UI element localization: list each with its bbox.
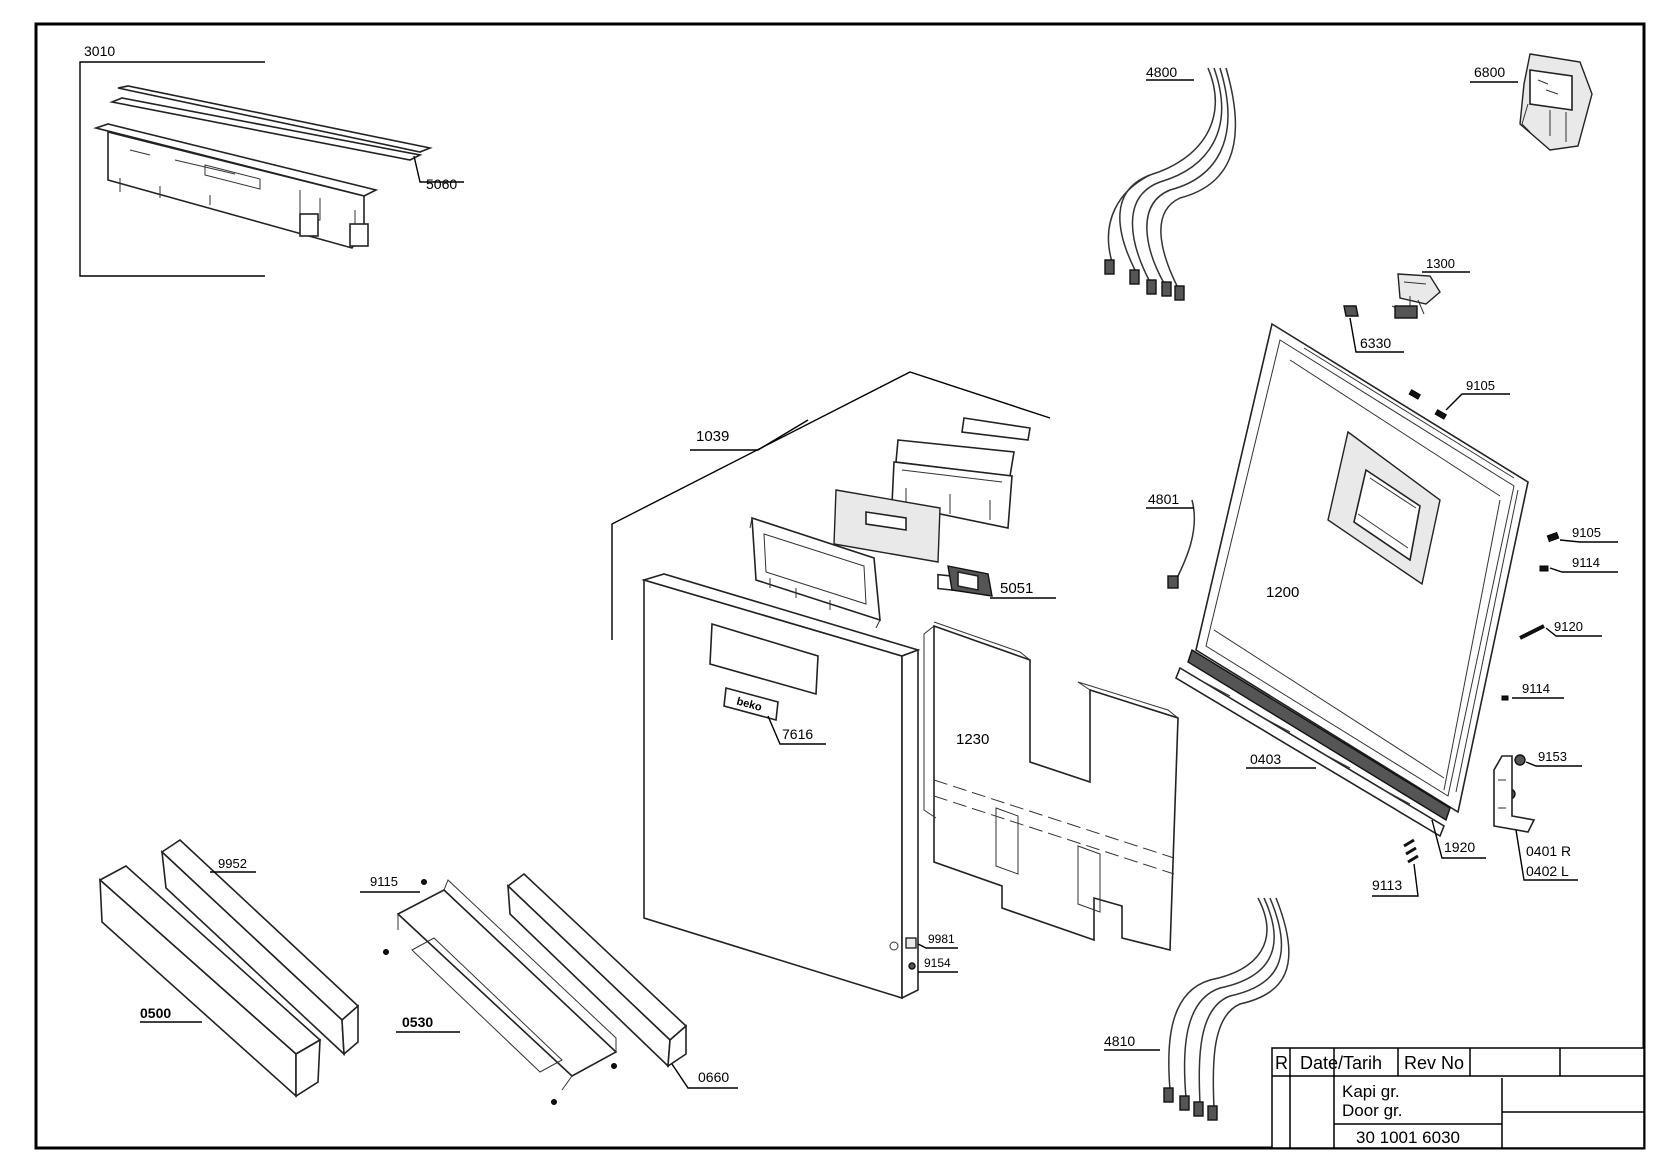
label-0500: 0500 <box>140 1005 171 1021</box>
label-0403: 0403 <box>1250 751 1281 767</box>
label-5051: 5051 <box>1000 580 1033 597</box>
title-block-name-tr: Kapi gr. <box>1342 1082 1400 1101</box>
kickplate-0500: 0500 <box>98 865 322 1098</box>
door-lock-6800: 6800 <box>1470 53 1593 151</box>
latch-parts-1300-6330: 1300 6330 <box>1343 256 1470 353</box>
insulation-1230: 1230 <box>923 621 1179 952</box>
title-block: R Date/Tarih Rev No Kapi gr. Door gr. 30… <box>1271 1047 1645 1149</box>
kickplate-9952: 9952 <box>160 838 360 1056</box>
label-9154: 9154 <box>924 956 951 970</box>
title-block-number: 30 1001 6030 <box>1356 1128 1460 1147</box>
label-9105-top: 9105 <box>1466 378 1495 393</box>
label-6800: 6800 <box>1474 64 1505 80</box>
label-1300: 1300 <box>1426 256 1455 271</box>
label-4810: 4810 <box>1104 1033 1135 1049</box>
wire-harness-4810: 4810 <box>1104 897 1290 1121</box>
label-0660: 0660 <box>698 1069 729 1085</box>
kickplate-0660: 0660 <box>506 872 738 1089</box>
title-block-r: R <box>1275 1053 1288 1073</box>
label-1920: 1920 <box>1444 839 1475 855</box>
outer-door-panel: beko 7616 9981 9154 <box>641 573 958 1000</box>
label-4801: 4801 <box>1148 491 1179 507</box>
label-1039: 1039 <box>696 428 729 445</box>
label-9113: 9113 <box>1372 877 1402 893</box>
label-1230: 1230 <box>956 731 989 748</box>
inner-door-1200: 1200 4801 0403 1920 <box>1146 322 1529 859</box>
title-block-name-en: Door gr. <box>1342 1101 1402 1120</box>
title-block-date: Date/Tarih <box>1300 1053 1382 1073</box>
label-0530: 0530 <box>402 1014 433 1030</box>
label-9952: 9952 <box>218 856 247 871</box>
label-9981: 9981 <box>928 932 955 946</box>
label-7616: 7616 <box>782 726 813 742</box>
label-3010: 3010 <box>84 43 115 59</box>
title-block-rev: Rev No <box>1404 1053 1464 1073</box>
label-6330: 6330 <box>1360 335 1391 351</box>
label-0401: 0401 R <box>1526 843 1571 859</box>
drawing-frame <box>34 22 1646 1150</box>
label-4800: 4800 <box>1146 64 1177 80</box>
screws-right-group: 9105 9105 9114 9120 9114 9153 0401 R 040… <box>1372 378 1618 897</box>
label-9120: 9120 <box>1554 619 1583 634</box>
label-1200: 1200 <box>1266 584 1299 601</box>
label-9153: 9153 <box>1538 749 1567 764</box>
label-9114-upper: 9114 <box>1572 555 1600 570</box>
label-9114-lower: 9114 <box>1522 681 1550 696</box>
electronics-group-1039: 1039 5051 <box>611 371 1056 640</box>
label-5060: 5060 <box>426 176 457 192</box>
wire-harness-4800: 4800 <box>1104 64 1237 301</box>
bracket-0530: 9115 0530 <box>360 874 618 1105</box>
label-9115: 9115 <box>370 874 398 889</box>
control-panel-group-3010: 3010 5060 <box>79 43 464 277</box>
label-9105-right: 9105 <box>1572 525 1601 540</box>
label-0402: 0402 L <box>1526 863 1569 879</box>
